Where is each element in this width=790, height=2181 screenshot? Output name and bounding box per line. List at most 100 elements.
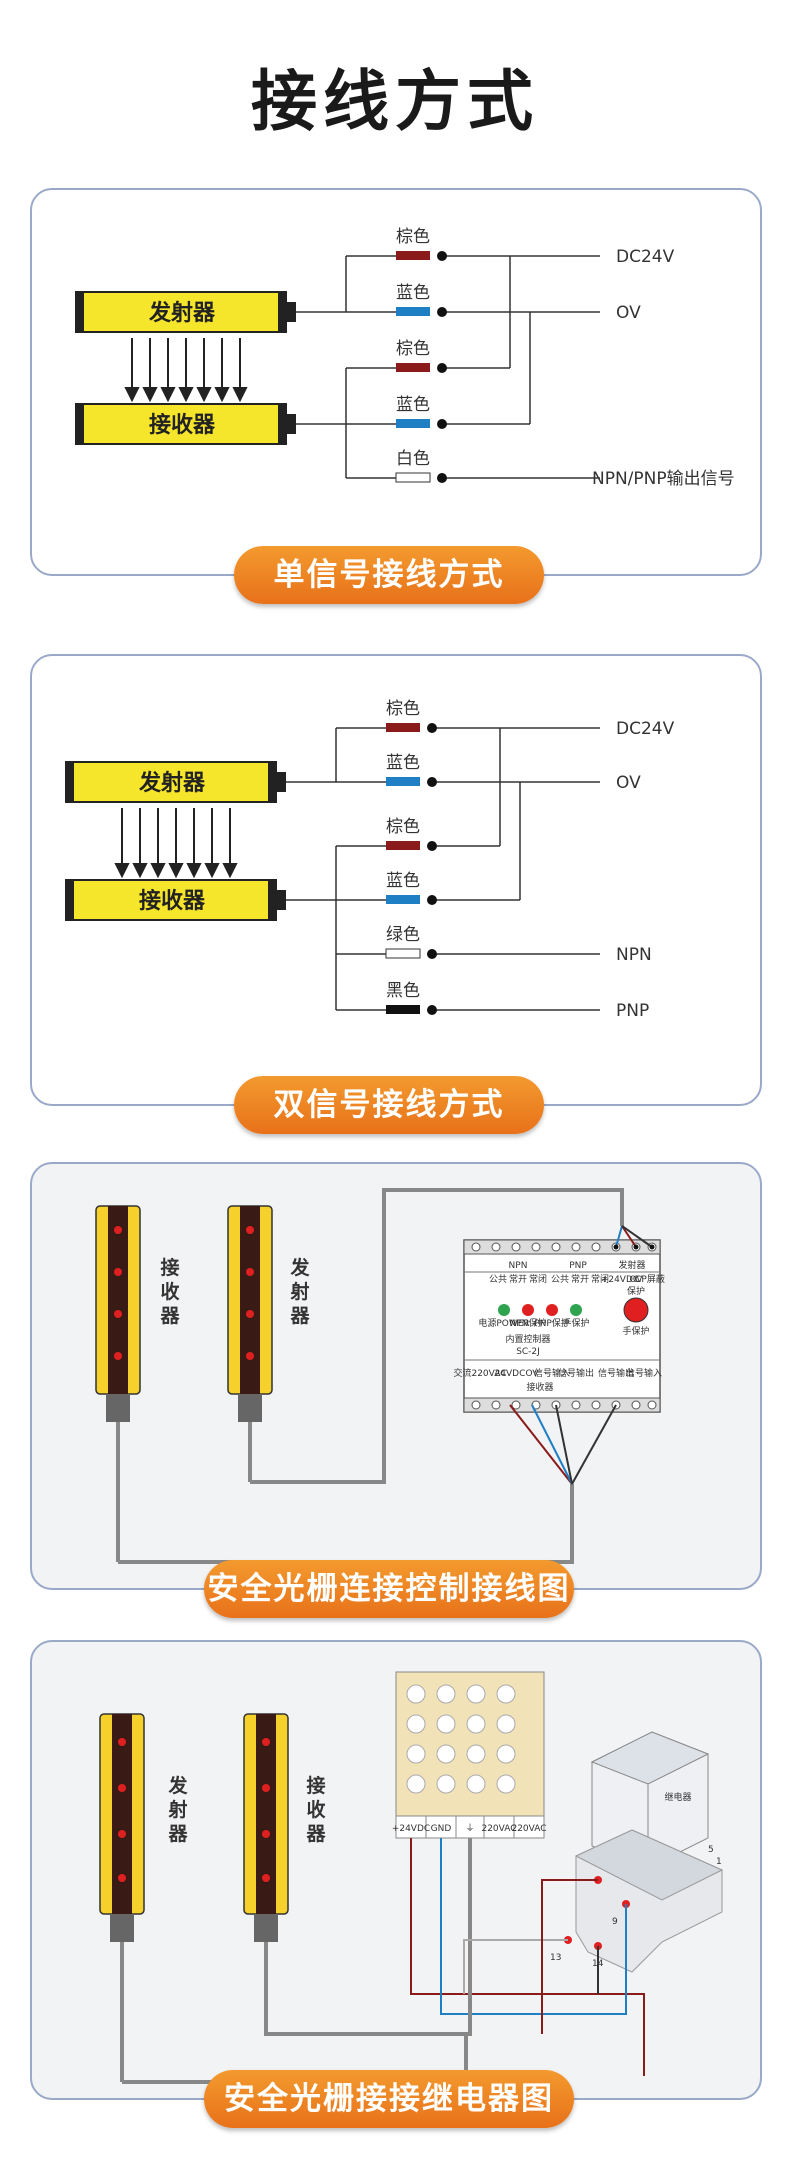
wire-label-4: 蓝色 xyxy=(396,395,430,415)
controller-box: NPN PNP 发射器 公共 常开 常闭 公共 常开 常闭 +24VDC OV … xyxy=(453,1239,665,1413)
wire-label-1: 棕色 xyxy=(386,699,420,719)
wire-swatches xyxy=(395,251,431,483)
bottom-4: 信号输入 xyxy=(534,1367,570,1379)
blue-wire-1 xyxy=(386,777,420,786)
wire-label-2: 蓝色 xyxy=(396,283,430,303)
emitter-bar: 发射器 xyxy=(65,761,286,803)
receiver-label: 接收器 xyxy=(139,888,206,914)
emitter-vertical-label-1: 发 xyxy=(289,1256,310,1279)
emitter-label: 发射器 xyxy=(148,300,216,326)
dual-signal-diagram: 发射器 接收器 xyxy=(65,699,675,1021)
emitter-bar: 发射器 xyxy=(75,291,296,333)
box-term-3: CP屏蔽 xyxy=(635,1273,665,1285)
receiver-vertical-label-2: 收 xyxy=(306,1798,325,1821)
pnp-led xyxy=(546,1304,558,1316)
output-dc24v: DC24V xyxy=(616,247,675,267)
wire-label-1: 棕色 xyxy=(396,227,430,247)
dual-signal-caption: 双信号接线方式 xyxy=(234,1076,544,1134)
single-wiring xyxy=(296,255,600,479)
dual-signal-panel: 发射器 接收器 xyxy=(30,654,762,1106)
brown-wire-2 xyxy=(396,363,430,372)
wire-label-3: 棕色 xyxy=(386,817,420,837)
output-ov: OV xyxy=(616,773,641,793)
single-signal-diagram: 发射器 接收器 xyxy=(75,227,735,489)
box-npn: NPN xyxy=(509,1261,528,1271)
single-signal-panel: 发射器 接收器 xyxy=(30,188,762,576)
bottom-1: 交流220VAC xyxy=(453,1367,506,1379)
output-npn: NPN xyxy=(616,945,652,965)
receiver-label: 接收器 xyxy=(149,412,216,438)
box-sub-5: 常开 xyxy=(571,1273,589,1285)
wire-label-3: 棕色 xyxy=(396,339,430,359)
manual-protect-label: 手保护 xyxy=(622,1325,649,1337)
wire-label-5: 绿色 xyxy=(386,925,420,945)
right-1: 信号输出 xyxy=(598,1367,634,1379)
emitter-vertical-label-2: 射 xyxy=(289,1280,309,1303)
controller-diagram: 接 收 器 发 射 器 NPN PNP 发射器 公共 xyxy=(95,1188,665,1564)
right-2: 信号输入 xyxy=(626,1367,662,1379)
indicator-4: 手保护 xyxy=(562,1317,589,1329)
receiver-vertical-label-2: 收 xyxy=(160,1280,179,1303)
power-led xyxy=(498,1304,510,1316)
relay-wires xyxy=(122,1838,645,2084)
receiver-vertical-label-1: 接 xyxy=(306,1775,325,1797)
wire-label-5: 白色 xyxy=(396,449,430,469)
box-sub-2: 常开 xyxy=(509,1273,527,1285)
box-sub-3: 常闭 xyxy=(529,1273,547,1285)
receiver-vertical-label-3: 器 xyxy=(159,1305,180,1327)
emitter-label: 发射器 xyxy=(138,770,206,796)
wire-label-4: 蓝色 xyxy=(386,871,420,891)
beam-arrows xyxy=(114,808,238,879)
protect-button[interactable] xyxy=(623,1297,649,1323)
single-signal-caption: 单信号接线方式 xyxy=(234,546,544,604)
terminal-dots xyxy=(437,251,447,483)
terminal-dots xyxy=(427,723,437,1015)
green-wire xyxy=(385,948,421,959)
wire-label-2: 蓝色 xyxy=(386,753,420,773)
manual-led xyxy=(570,1304,582,1316)
box-protect: 保护 xyxy=(627,1285,645,1297)
psu-term-4: 220VAC xyxy=(481,1824,516,1834)
bottom-5: 信号输出 xyxy=(558,1367,594,1379)
bottom-2: 24VDC xyxy=(495,1369,526,1379)
light-curtain-emitter xyxy=(227,1205,273,1482)
wire-swatches xyxy=(385,723,421,1014)
relay-device: 继电器 5 1 9 13 14 xyxy=(550,1731,724,1973)
psu-term-2: GND xyxy=(431,1824,452,1834)
psu-term-5: 220VAC xyxy=(511,1824,546,1834)
box-inner: 内置控制器 xyxy=(505,1333,550,1345)
dual-wiring xyxy=(286,727,600,1011)
emitter-vertical-label-3: 器 xyxy=(289,1305,310,1327)
relay-pin-1: 1 xyxy=(716,1857,722,1867)
indicator-3: PNP保护 xyxy=(534,1317,570,1329)
relay-pin-13: 13 xyxy=(550,1953,561,1963)
beam-arrows xyxy=(124,338,248,403)
relay-pin-9: 9 xyxy=(612,1917,618,1927)
relay-caption: 安全光栅接接继电器图 xyxy=(204,2070,574,2128)
box-sub-1: 公共 xyxy=(489,1274,507,1285)
blue-wire-1 xyxy=(396,307,430,316)
indicator-2: NPN保护 xyxy=(510,1317,547,1329)
emitter-vertical-label-3: 器 xyxy=(167,1823,188,1845)
receiver-bar: 接收器 xyxy=(75,403,296,445)
light-curtain-receiver xyxy=(95,1205,141,1562)
light-curtain-receiver xyxy=(243,1713,289,2014)
controller-panel: 接 收 器 发 射 器 NPN PNP 发射器 公共 xyxy=(30,1162,762,1590)
wire-label-6: 黑色 xyxy=(386,981,420,1001)
power-supply: +24VDC GND ⏚ 220VAC 220VAC xyxy=(392,1671,547,1839)
box-emitter: 发射器 xyxy=(618,1259,645,1271)
controller-wires xyxy=(509,1225,653,1485)
relay-panel: 发 射 器 接 收 器 +24VDC xyxy=(30,1640,762,2100)
relay-pin-5: 5 xyxy=(708,1845,714,1855)
receiver-vertical-label-3: 器 xyxy=(305,1823,326,1845)
receiver-vertical-label-1: 接 xyxy=(160,1257,179,1279)
box-receiver-tag: 接收器 xyxy=(526,1381,553,1393)
psu-term-3: ⏚ xyxy=(465,1823,474,1834)
light-curtain-emitter xyxy=(99,1713,145,2082)
box-sub-4: 公共 xyxy=(551,1274,569,1285)
emitter-vertical-label-2: 射 xyxy=(167,1798,187,1821)
white-wire xyxy=(395,472,431,483)
page-title: 接线方式 xyxy=(251,63,539,140)
box-pnp: PNP xyxy=(569,1261,587,1271)
relay-name: 继电器 xyxy=(664,1791,691,1803)
